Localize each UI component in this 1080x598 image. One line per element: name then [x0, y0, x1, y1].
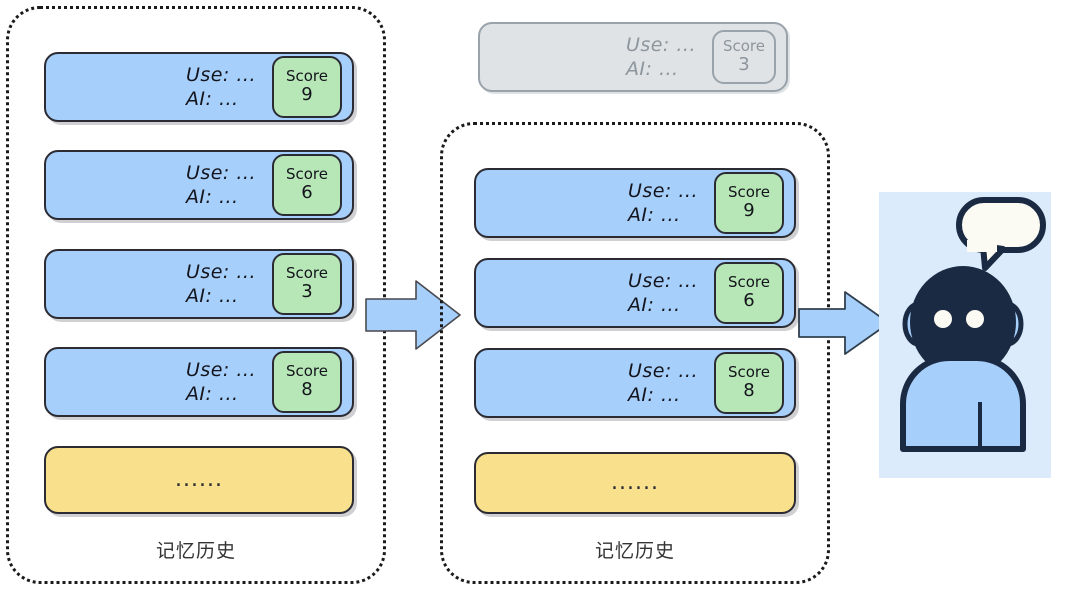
discarded-record-ai-line: AI: ... [625, 58, 679, 80]
record-user-line: Use: ... [627, 359, 698, 382]
score-label: Score [285, 66, 328, 85]
record-ai-line: AI: ... [627, 384, 681, 406]
ai-agent-illustration [879, 192, 1051, 478]
list-item: Use: ... AI: ... Score 8 [44, 347, 354, 417]
score-label: Score [285, 361, 328, 380]
discarded-record-text: Use: ... AI: ... [626, 33, 696, 82]
record-user-line: Use: ... [627, 179, 698, 202]
discarded-record-score-chip: Score 3 [712, 30, 776, 84]
record-ai-line: AI: ... [627, 294, 681, 316]
panel-left-label: 记忆历史 [155, 540, 236, 562]
score-value: 9 [301, 84, 313, 105]
memory-history-panel-right: 记忆历史 [440, 122, 830, 584]
ellipsis-card: ...... [44, 446, 354, 514]
record-text: Use: ... AI: ... [628, 179, 698, 228]
score-value: 6 [301, 182, 313, 203]
record-ai-line: AI: ... [627, 204, 681, 226]
score-chip: Score 6 [272, 154, 342, 216]
list-item: Use: ... AI: ... Score 8 [474, 348, 796, 418]
ellipsis-text: ...... [175, 466, 223, 492]
score-chip: Score 8 [714, 352, 784, 414]
list-item: Use: ... AI: ... Score 3 [44, 249, 354, 319]
score-chip: Score 9 [714, 172, 784, 234]
discarded-record-user-line: Use: ... [625, 33, 696, 56]
score-chip: Score 3 [272, 253, 342, 315]
score-value: 9 [743, 200, 755, 221]
score-chip: Score 9 [272, 56, 342, 118]
list-item: Use: ... AI: ... Score 6 [44, 150, 354, 220]
score-label: Score [722, 36, 765, 55]
record-text: Use: ... AI: ... [628, 269, 698, 318]
list-item: Use: ... AI: ... Score 6 [474, 258, 796, 328]
flow-arrow-2 [797, 288, 893, 363]
record-user-line: Use: ... [185, 161, 256, 184]
record-user-line: Use: ... [185, 260, 256, 283]
record-text: Use: ... AI: ... [186, 161, 256, 210]
speech-bubble-icon [956, 197, 1046, 271]
score-value: 8 [301, 379, 313, 400]
score-value: 8 [743, 380, 755, 401]
list-item: Use: ... AI: ... Score 9 [44, 52, 354, 122]
discarded-memory-record: Use: ... AI: ... Score 3 [478, 22, 788, 92]
record-ai-line: AI: ... [185, 383, 239, 405]
score-value: 3 [301, 281, 313, 302]
score-chip: Score 8 [272, 351, 342, 413]
score-label: Score [285, 263, 328, 282]
record-ai-line: AI: ... [185, 88, 239, 110]
record-ai-line: AI: ... [185, 285, 239, 307]
record-user-line: Use: ... [185, 358, 256, 381]
score-label: Score [727, 272, 770, 291]
flow-arrow-1 [364, 275, 464, 360]
ellipsis-text: ...... [611, 469, 659, 495]
record-text: Use: ... AI: ... [186, 63, 256, 112]
score-value: 3 [738, 54, 750, 75]
score-label: Score [727, 182, 770, 201]
memory-history-panel-left: 记忆历史 [6, 6, 386, 584]
score-label: Score [285, 164, 328, 183]
score-chip: Score 6 [714, 262, 784, 324]
record-text: Use: ... AI: ... [186, 358, 256, 407]
record-text: Use: ... AI: ... [628, 359, 698, 408]
ellipsis-card: ...... [474, 452, 796, 514]
record-ai-line: AI: ... [185, 186, 239, 208]
record-text: Use: ... AI: ... [186, 260, 256, 309]
score-label: Score [727, 362, 770, 381]
record-user-line: Use: ... [627, 269, 698, 292]
panel-right-label: 记忆历史 [594, 540, 675, 562]
score-value: 6 [743, 290, 755, 311]
list-item: Use: ... AI: ... Score 9 [474, 168, 796, 238]
record-user-line: Use: ... [185, 63, 256, 86]
